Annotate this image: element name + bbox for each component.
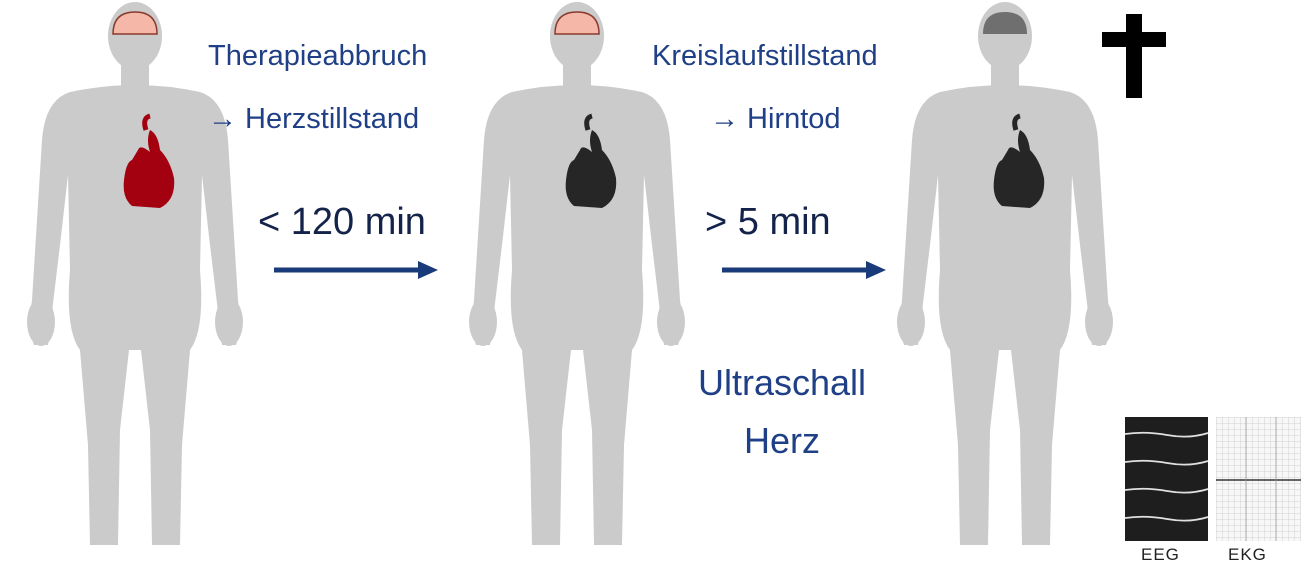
stage1-arrow-icon (272, 258, 442, 282)
figure-heart-beating (10, 0, 260, 566)
figure-heart-stopped (452, 0, 702, 566)
ekg-label: EKG (1228, 545, 1267, 565)
stage1-duration: < 120 min (258, 203, 426, 241)
stage2-line1: Kreislaufstillstand (652, 42, 878, 71)
ekg-trace (1216, 417, 1301, 541)
stage2-line2: → Hirntod (710, 105, 841, 134)
eeg-label: EEG (1141, 545, 1180, 565)
stage1-line2: → Herzstillstand (208, 105, 419, 134)
method-line1: Ultraschall (662, 365, 902, 401)
figure-brain-dead (880, 0, 1130, 566)
stage2-arrow-icon (720, 258, 890, 282)
eeg-trace (1125, 417, 1208, 541)
method-line2: Herz (662, 423, 902, 459)
cross-icon (1102, 14, 1166, 98)
human-silhouette-1 (10, 0, 260, 566)
stage2-duration: > 5 min (705, 203, 831, 241)
stage1-line1: Therapieabbruch (208, 42, 427, 71)
human-silhouette-3 (880, 0, 1130, 566)
human-silhouette-2 (452, 0, 702, 566)
